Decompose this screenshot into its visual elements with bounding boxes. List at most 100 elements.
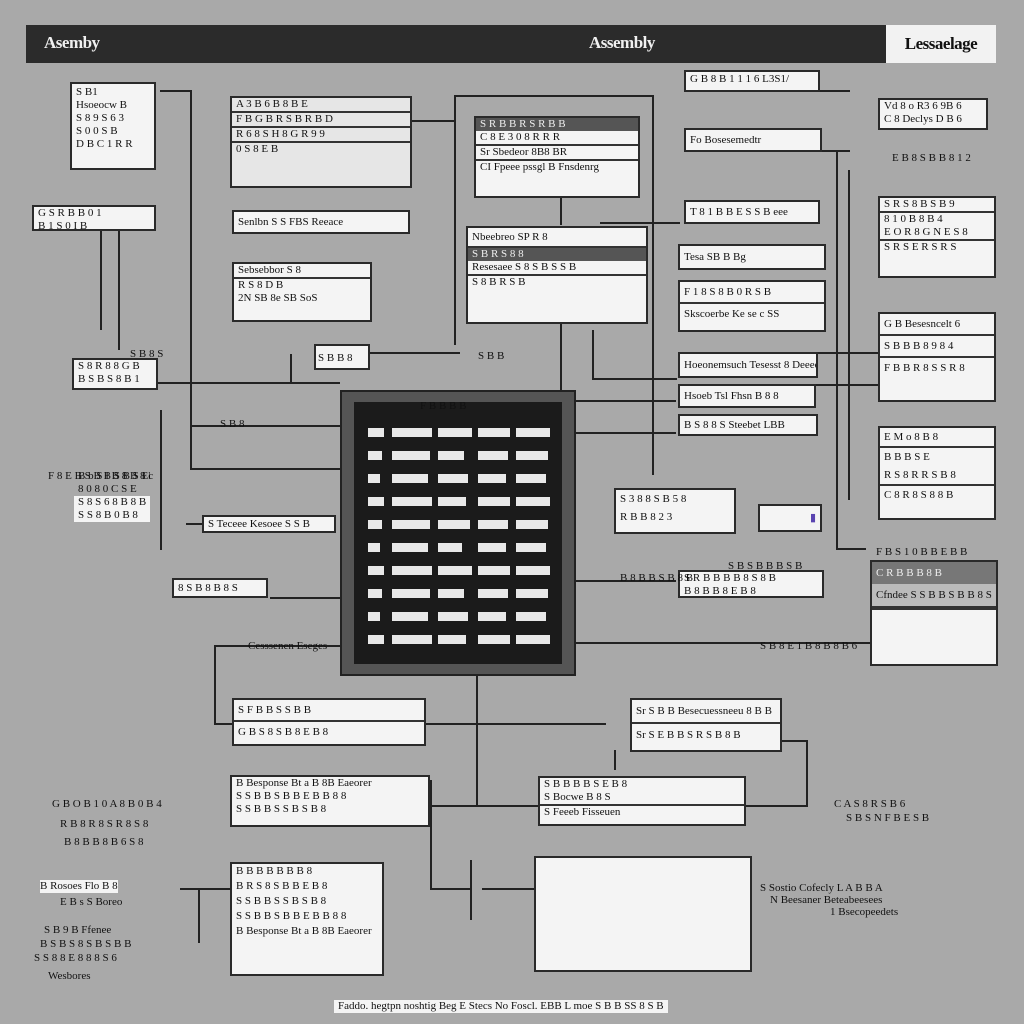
memory-row xyxy=(368,566,552,575)
label-left-mid-6: Wesbores xyxy=(48,970,91,982)
memory-cell xyxy=(478,428,510,437)
box-line: B R S 8 S B B E B 8 xyxy=(236,880,328,892)
memory-cell xyxy=(368,474,380,483)
box-line: S S B B S S B S B 8 xyxy=(236,895,327,907)
box-line: C 8 R 8 S 8 8 B xyxy=(884,489,954,501)
bus-controller-box: S B B B B S E B 8 S Bocwe B 8 S S Feeeb … xyxy=(538,776,746,826)
box-line: 0 S 8 E B xyxy=(236,143,279,155)
box-line: B B B B B B B 8 xyxy=(236,865,313,877)
small-box-left: S 8 R 8 8 G B B S B S 8 B 1 xyxy=(72,358,158,390)
link-strip-2: S Teceee Kesoee S S B xyxy=(202,515,336,533)
memory-cell xyxy=(438,566,472,575)
box-line: C R B B B 8 B xyxy=(872,562,996,584)
box-line: R S 8 R R S B 8 xyxy=(880,466,994,486)
memory-cell xyxy=(478,589,508,598)
box-line: E M o 8 B 8 xyxy=(880,428,994,448)
box-line: R S 8 D B xyxy=(238,279,284,291)
label-right-bottom-3: S Sostio Cofecly L A B B A xyxy=(760,882,883,894)
memory-cell xyxy=(368,497,384,506)
label-right-bottom-5: 1 Bsecopeedets xyxy=(830,906,899,918)
memory-row xyxy=(368,451,552,460)
memory-cell xyxy=(438,428,472,437)
label-right-bottom-1: C A S 8 R S B 6 xyxy=(834,798,906,810)
memory-cell xyxy=(516,612,546,621)
box-line: Vd 8 o R3 6 9B 6 xyxy=(884,100,962,112)
label-mid-2: Cesssenen Eseges xyxy=(248,640,328,652)
memory-cell xyxy=(516,497,550,506)
box-line: S 0 0 S B xyxy=(76,125,118,137)
memory-cell xyxy=(392,474,428,483)
label-bottom-left-1: G B O B 1 0 A 8 B 0 B 4 xyxy=(52,798,162,810)
memory-row xyxy=(368,589,552,598)
memory-cell xyxy=(516,520,548,529)
box-line: S R B B R S R B B xyxy=(476,118,638,131)
signal-strip-1: Hoeonemsuch Tesesst 8 Deeee xyxy=(678,352,818,378)
box-line: S R B B B B 8 S 8 B xyxy=(684,572,777,584)
label-mid-8: S B 8 S xyxy=(130,348,164,360)
box-line: F B G B R S B R B D xyxy=(232,113,410,128)
footer-caption: Faddo. hegtpn noshtig Beg E Stecs No Fos… xyxy=(334,1000,668,1013)
bottom-box-left: B Besponse Bt a B 8B Eaeorer S S B B S B… xyxy=(230,775,430,827)
box-line: S S B B S S B S B 8 xyxy=(236,803,327,815)
box-line: R B B 8 2 3 xyxy=(620,511,673,523)
memory-row xyxy=(368,635,552,644)
memory-cell xyxy=(438,497,466,506)
box-line: S S B B S B B E B B 8 8 xyxy=(236,790,347,802)
memory-row xyxy=(368,612,552,621)
label-mid-7: F B B B B xyxy=(420,400,467,412)
memory-array xyxy=(340,390,576,676)
signal-strip-3: B S 8 8 S Steebet LBB xyxy=(678,414,818,436)
label-mid-5: S B B 8 xyxy=(318,352,353,364)
indicator-box: ▮ xyxy=(758,504,822,532)
label-left-mid-4: B S B S 8 S B S B B xyxy=(40,938,132,950)
memory-cell xyxy=(392,612,428,621)
bus-strip-right: T 8 1 B B E S S B eee xyxy=(684,200,820,224)
box-line xyxy=(872,606,996,608)
box-line: Resesaee S 8 S B S S B xyxy=(468,261,646,276)
box-line: Sr S E B B S R S B 8 B xyxy=(636,729,741,741)
label-right-mid-2: S B S B B B S B xyxy=(728,560,803,572)
box-line: A 3 B 6 B 8 B E xyxy=(232,98,410,113)
label-left-mid-5: S S 8 8 E 8 8 8 S 6 xyxy=(34,952,117,964)
label-mid-1: B 8 B B S B 8 B xyxy=(620,572,694,584)
memory-cell xyxy=(438,589,464,598)
memory-cell xyxy=(478,635,510,644)
box-line: B Besponse Bt a B 8B Eaeorer xyxy=(236,925,372,937)
selector-box: Sebsebbor S 8 R S 8 D B 2N SB 8e SB SoS xyxy=(232,262,372,322)
memory-cell xyxy=(368,520,382,529)
memory-cell xyxy=(438,635,466,644)
register-box: S B1 Hsoeocw B S 8 9 S 6 3 S 0 0 S B D B… xyxy=(70,82,156,170)
box-line: G S R B B 0 1 xyxy=(38,207,102,219)
box-line: G B Besesncelt 6 xyxy=(880,314,994,336)
memory-row xyxy=(368,520,552,529)
memory-cell xyxy=(516,543,546,552)
box-line: F B B R 8 S S R 8 xyxy=(884,362,965,374)
memory-row xyxy=(368,428,552,437)
bus-strip: Senlbn S S FBS Reeace xyxy=(232,210,410,234)
box-line: B Besponse Bt a B 8B Eaeorer xyxy=(236,777,372,789)
memory-cell xyxy=(392,520,430,529)
memory-cell xyxy=(368,543,380,552)
memory-row xyxy=(368,474,552,483)
label-mid-6: S B B xyxy=(478,350,505,362)
memory-cell xyxy=(368,451,382,460)
flag-box-right-1: S R S 8 B S B 9 8 1 0 B 8 B 4 E O R 8 G … xyxy=(878,196,996,278)
flag-box-left: B b S I B 8 B 8 B 8 0 8 0 C S E S 8 S 6 … xyxy=(74,470,150,540)
box-line: S B B B B S E B 8 xyxy=(544,778,628,790)
link-strip-3: 8 S B 8 B 8 S xyxy=(172,578,268,598)
box-line: S F B B S S B B xyxy=(234,700,424,722)
box-line: C 8 E 3 0 8 R R R xyxy=(480,131,561,143)
flag-box-right-3: E M o 8 B 8 B B B S E R S 8 R R S B 8 C … xyxy=(878,426,996,520)
function-strip: Fo Bosesemedtr xyxy=(684,128,822,152)
title-left: Asemby xyxy=(44,33,100,52)
memory-box-right: C R B B B 8 B Cfndee S S B B S B B 8 S xyxy=(870,560,998,666)
box-line: B 8 B B 8 E B 8 xyxy=(684,585,756,597)
memory-cell xyxy=(438,543,462,552)
box-line: Hsoeocw B xyxy=(76,99,128,111)
memory-cell xyxy=(368,428,384,437)
memory-array-inner xyxy=(354,402,562,664)
io-box-right: S 3 8 8 S B 5 8 R B B 8 2 3 xyxy=(614,488,736,534)
label-left-mid-3: S B 9 B Ffenee xyxy=(44,924,112,936)
bottom-box-center: B B B B B B B 8 B R S 8 S B B E B 8 S S … xyxy=(230,862,384,976)
memory-cell xyxy=(368,635,384,644)
